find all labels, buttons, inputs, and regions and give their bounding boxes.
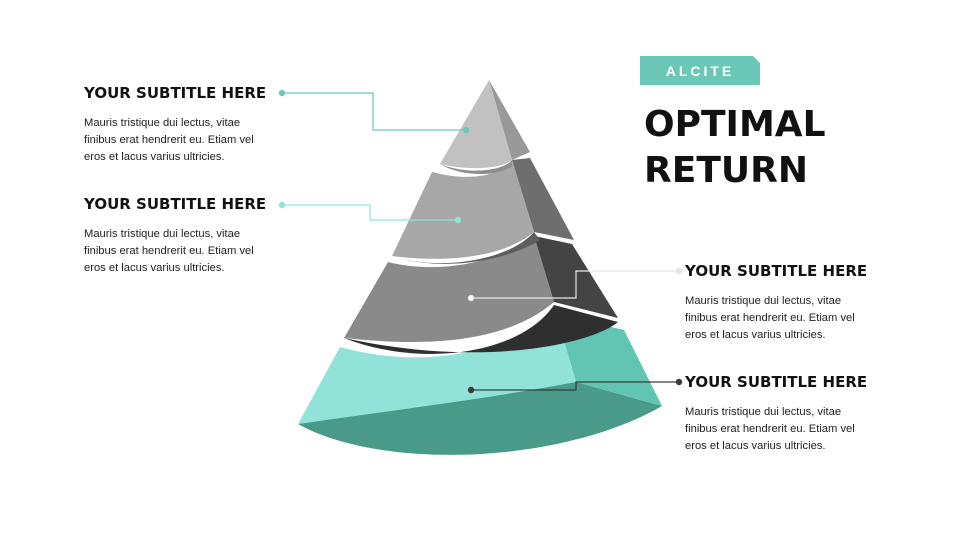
connector-4	[467, 378, 683, 394]
pyramid-tier-1	[440, 80, 530, 175]
connector-2	[278, 201, 462, 224]
pyramid-tier-2	[392, 158, 574, 264]
callout-subtitle: YOUR SUBTITLE HERE	[84, 195, 267, 213]
page-title: OPTIMAL RETURN	[644, 102, 944, 194]
title-line-2: RETURN	[644, 150, 808, 191]
brand-badge: ALCITE	[640, 56, 760, 85]
callout-4: YOUR SUBTITLE HERE Mauris tristique dui …	[685, 373, 925, 455]
callout-subtitle: YOUR SUBTITLE HERE	[84, 84, 267, 102]
callout-3: YOUR SUBTITLE HERE Mauris tristique dui …	[685, 262, 925, 344]
callout-body: Mauris tristique dui lectus, vitae finib…	[685, 406, 855, 452]
callout-body: Mauris tristique dui lectus, vitae finib…	[84, 228, 254, 274]
callout-body: Mauris tristique dui lectus, vitae finib…	[84, 117, 254, 163]
callout-body: Mauris tristique dui lectus, vitae finib…	[685, 295, 855, 341]
title-line-1: OPTIMAL	[644, 104, 826, 145]
callout-subtitle: YOUR SUBTITLE HERE	[685, 373, 868, 391]
callout-1: YOUR SUBTITLE HERE Mauris tristique dui …	[84, 84, 324, 166]
callout-2: YOUR SUBTITLE HERE Mauris tristique dui …	[84, 195, 324, 277]
connector-3	[467, 267, 683, 302]
connector-1	[278, 89, 470, 134]
callout-subtitle: YOUR SUBTITLE HERE	[685, 262, 868, 280]
